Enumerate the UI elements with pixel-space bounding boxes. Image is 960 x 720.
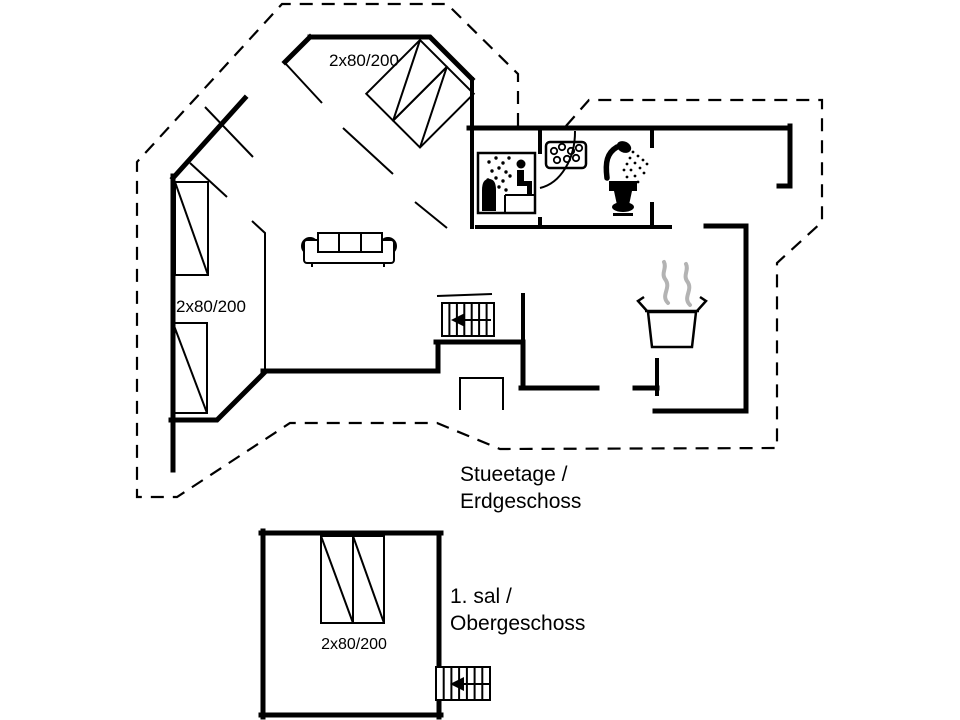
sauna-bench [504, 194, 534, 212]
stairs-outline [441, 302, 495, 337]
washbasin-tub [544, 140, 588, 170]
bed-icon [174, 181, 209, 276]
sofa-cushion-divider [338, 233, 362, 252]
bed-icon [320, 535, 385, 624]
chimney-niche [459, 377, 504, 410]
bed-diagonal [320, 535, 385, 624]
toilet-icon [609, 181, 637, 216]
toilet-base [612, 202, 634, 212]
sauna-icon [476, 151, 537, 215]
toilet-foot [613, 213, 633, 216]
sauna-steam-dots [486, 156, 512, 192]
upper-floor: 2x80/200 1. sal / Obergeschoss [258, 528, 585, 720]
bed-outline [391, 65, 476, 149]
door-swing-line [189, 62, 323, 198]
stairs-arrow-head [450, 677, 464, 691]
double-bed-icon [364, 38, 476, 149]
toilet-tank [609, 181, 637, 191]
terrace-outline [135, 2, 824, 499]
stairs-icon [436, 293, 495, 337]
exterior-wall [168, 33, 793, 473]
bed-size-label: 2x80/200 [329, 51, 399, 70]
toilet-bowl [614, 191, 632, 205]
sauna-person-body [517, 170, 532, 194]
sofa-foot [311, 263, 385, 267]
steam-line [683, 262, 692, 307]
washbasin-icon [544, 140, 588, 170]
shower-icon [603, 141, 649, 186]
sauna-person-head [516, 159, 526, 169]
upper-floor-title-line1: 1. sal / [450, 585, 512, 608]
bed-outline [172, 322, 208, 414]
bed-outline [352, 535, 385, 624]
exterior-wall [258, 528, 444, 720]
shower-arm [603, 144, 620, 181]
bed-outline [174, 181, 209, 276]
pot-handle [696, 295, 708, 312]
bed-diagonal [392, 39, 448, 148]
pot-handle [636, 295, 648, 312]
bed-size-label: 2x80/200 [176, 297, 246, 316]
bed-icon [172, 322, 208, 414]
ground-floor-title-line2: Erdgeschoss [460, 490, 581, 513]
stairs-arrow-head [451, 313, 465, 327]
cooking-pot-icon [636, 260, 708, 349]
sofa-cushions [317, 232, 383, 253]
steam-line [661, 260, 670, 305]
sofa-icon [301, 232, 397, 267]
upper-floor-title-line2: Obergeschoss [450, 612, 585, 635]
partition-wall [251, 127, 448, 371]
shower-head [616, 141, 632, 153]
washbasin-bubbles [549, 142, 584, 165]
bed-diagonal [174, 181, 209, 276]
stairs-icon [435, 666, 491, 701]
bed-size-label: 2x80/200 [321, 636, 387, 653]
pot-body [646, 310, 698, 349]
sauna-stove [482, 179, 496, 211]
bed-diagonal [172, 322, 208, 414]
stairs-edge [436, 293, 493, 297]
sauna-frame [476, 151, 537, 215]
ground-floor-title-line1: Stueetage / [460, 463, 568, 486]
ground-floor: 2x80/200 2x80/200 Stueetage / Erdgeschos… [135, 2, 824, 513]
interior-wall [470, 77, 672, 396]
shower-spray-dots [622, 150, 649, 186]
